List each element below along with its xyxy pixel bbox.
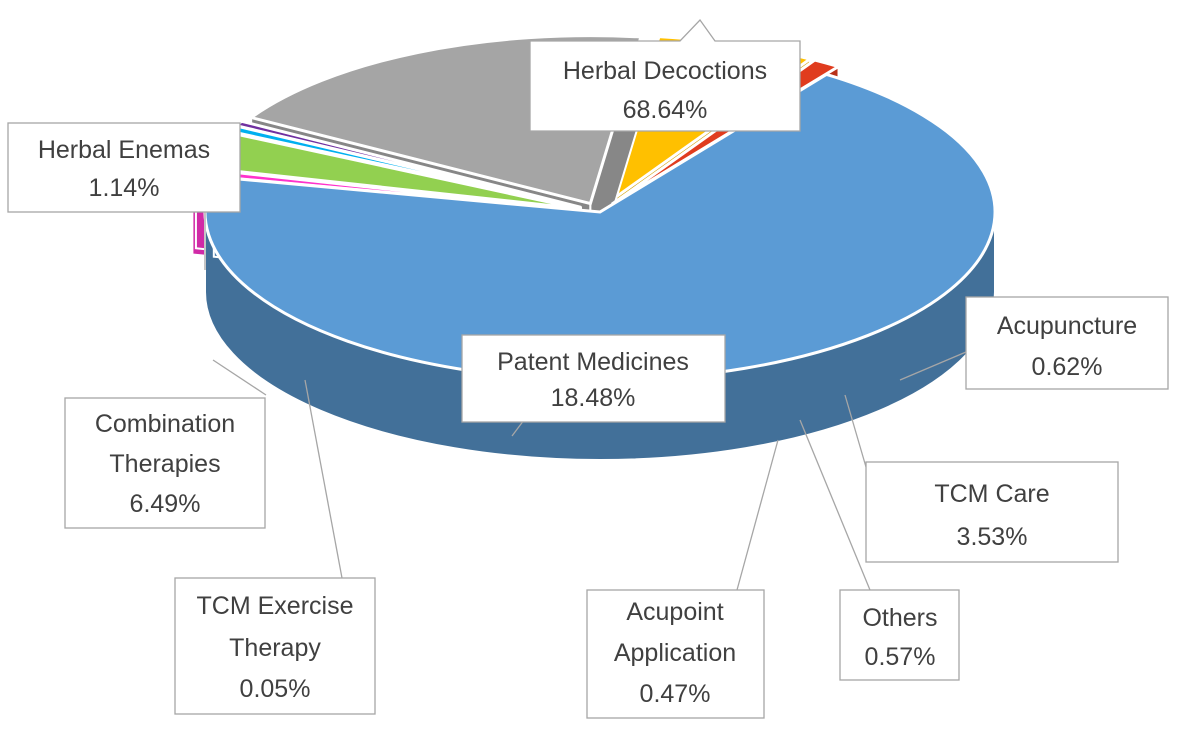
label-combination-name-line2: Therapies xyxy=(109,450,220,478)
label-herbal-enemas-name: Herbal Enemas xyxy=(38,136,210,164)
label-herbal-enemas-value: 1.14% xyxy=(89,174,160,202)
label-herbal-enemas: Herbal Enemas 1.14% xyxy=(7,122,241,213)
leader-acupuncture xyxy=(899,351,967,381)
leader-combination-therapies xyxy=(212,359,267,396)
label-tcm-exercise-value: 0.05% xyxy=(240,675,311,703)
leader-acupoint xyxy=(736,439,779,591)
label-acupuncture: Acupuncture 0.62% xyxy=(965,296,1169,390)
label-combination-therapies: Combination Therapies 6.49% xyxy=(64,397,266,529)
leader-lines xyxy=(204,212,967,591)
leader-tcm-exercise xyxy=(304,379,343,579)
pie-slices xyxy=(190,34,997,461)
label-acupoint-name-line2: Application xyxy=(614,639,736,667)
label-combination-name-line1: Combination xyxy=(95,410,235,438)
label-tcm-care-name: TCM Care xyxy=(934,480,1049,508)
label-tcm-exercise-therapy: TCM Exercise Therapy 0.05% xyxy=(174,577,376,715)
label-herbal-decoctions-value: 68.64% xyxy=(623,96,708,124)
label-others-value: 0.57% xyxy=(865,643,936,671)
label-tcm-exercise-name-line2: Therapy xyxy=(229,634,321,662)
label-tcm-care-value: 3.53% xyxy=(957,523,1028,551)
label-acupuncture-value: 0.62% xyxy=(1032,353,1103,381)
label-tcm-exercise-name-line1: TCM Exercise xyxy=(197,592,354,620)
label-tcm-care: TCM Care 3.53% xyxy=(865,461,1119,563)
label-acupoint-application: Acupoint Application 0.47% xyxy=(586,589,765,719)
slice-top-herbal-decoctions xyxy=(203,72,997,382)
slice-herbal-decoctions xyxy=(203,72,997,461)
label-herbal-decoctions-name: Herbal Decoctions xyxy=(563,57,767,85)
label-patent-medicines-name: Patent Medicines xyxy=(497,348,689,376)
label-patent-medicines-value: 18.48% xyxy=(551,384,636,412)
label-acupoint-name-line1: Acupoint xyxy=(626,598,723,626)
label-patent-medicines: Patent Medicines 18.48% xyxy=(461,334,726,423)
label-others: Others 0.57% xyxy=(839,589,960,681)
leader-tcm-care xyxy=(844,394,867,468)
label-herbal-decoctions: Herbal Decoctions 68.64% xyxy=(529,18,801,132)
label-others-name: Others xyxy=(862,604,937,632)
leader-others xyxy=(799,419,871,591)
label-acupoint-value: 0.47% xyxy=(640,680,711,708)
label-combination-value: 6.49% xyxy=(130,490,201,518)
label-acupuncture-name: Acupuncture xyxy=(997,312,1137,340)
